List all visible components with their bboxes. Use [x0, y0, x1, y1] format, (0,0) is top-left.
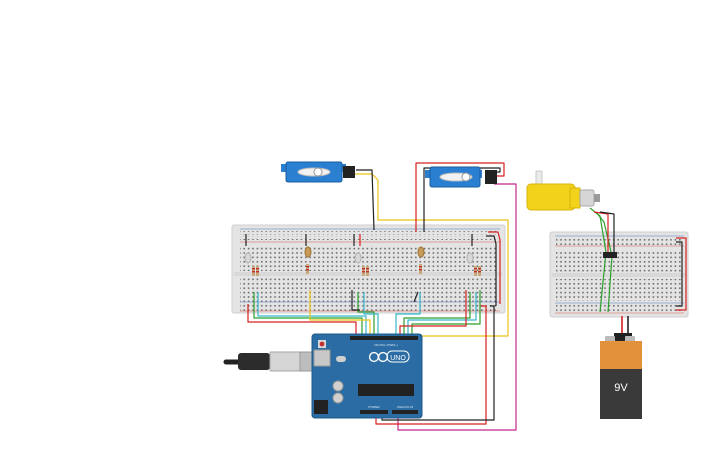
- atmega-chip: [358, 384, 414, 396]
- wire-green-sensor-3: [357, 292, 375, 336]
- power-label: POWER: [368, 405, 380, 409]
- wire-black-sensor-3: [351, 290, 360, 311]
- sensor-group-1[interactable]: [244, 252, 259, 276]
- analog-label: ANALOG IN: [397, 405, 413, 409]
- photoresistor: [244, 252, 252, 264]
- wire-yellow-sensor-2: [309, 290, 371, 336]
- wire-red-sensor-left: [247, 304, 357, 336]
- wire-red-sensor-5: [399, 290, 467, 336]
- wire-magenta-servo-right: [397, 183, 517, 431]
- sensor-group-4[interactable]: [417, 246, 425, 274]
- battery-9v[interactable]: 9V: [600, 333, 642, 419]
- sensor-group-3[interactable]: [354, 252, 369, 276]
- wire-red-rail-jumper: [488, 231, 501, 304]
- servo-left[interactable]: [281, 161, 355, 183]
- photoresistor: [354, 252, 362, 264]
- breadboard-small[interactable]: [549, 231, 689, 318]
- servo-right[interactable]: [425, 166, 497, 188]
- usb-port: [313, 349, 331, 367]
- motor-driver-chip[interactable]: [603, 252, 617, 258]
- wires: [245, 162, 687, 431]
- wire-cyan-sensor-3: [363, 292, 379, 336]
- digital-header: [350, 336, 418, 340]
- wire-black-servo-left: [356, 169, 375, 231]
- wire-cyan-sensor-1: [257, 292, 367, 336]
- wire-green-sensor-5b: [411, 290, 481, 336]
- analog-header: [392, 410, 418, 414]
- servo-connector: [343, 166, 355, 178]
- sensor-group-2[interactable]: [304, 246, 312, 274]
- wire-red-servo-right: [415, 162, 505, 232]
- wire-black-gnd: [381, 305, 495, 421]
- power-jack: [314, 400, 328, 414]
- wire-black-rail-jumper: [486, 235, 497, 306]
- power-header: [360, 410, 388, 414]
- photoresistor: [466, 252, 474, 264]
- wire-rail-small-red: [676, 237, 687, 311]
- wire-green-sensor-1: [253, 292, 363, 336]
- photoresistor: [304, 246, 312, 258]
- battery-body: [600, 369, 642, 419]
- battery-top: [600, 341, 642, 369]
- wire-red-motor: [593, 211, 609, 252]
- wire-rail-small-black: [676, 241, 683, 307]
- wire-green-sensor-5: [403, 292, 471, 336]
- servo-connector: [485, 170, 497, 184]
- photoresistor: [417, 246, 425, 258]
- digital-label: DIGITAL (PWM~): [374, 343, 397, 347]
- arduino-logo-text: UNO: [390, 355, 406, 362]
- sensor-group-5[interactable]: [466, 252, 481, 276]
- usb-cable[interactable]: [223, 351, 319, 372]
- wire-cyan-sensor-5: [407, 292, 477, 336]
- battery-label: 9V: [614, 382, 628, 394]
- battery-clip: [614, 333, 632, 341]
- dc-motor[interactable]: [526, 170, 600, 211]
- wire-red-power: [375, 305, 487, 425]
- arduino-uno[interactable]: UNO DIGITAL (PWM~) POWER ANALOG IN: [311, 333, 423, 419]
- wire-black-motor: [599, 211, 615, 252]
- wire-cyan-sensor-4: [395, 292, 421, 336]
